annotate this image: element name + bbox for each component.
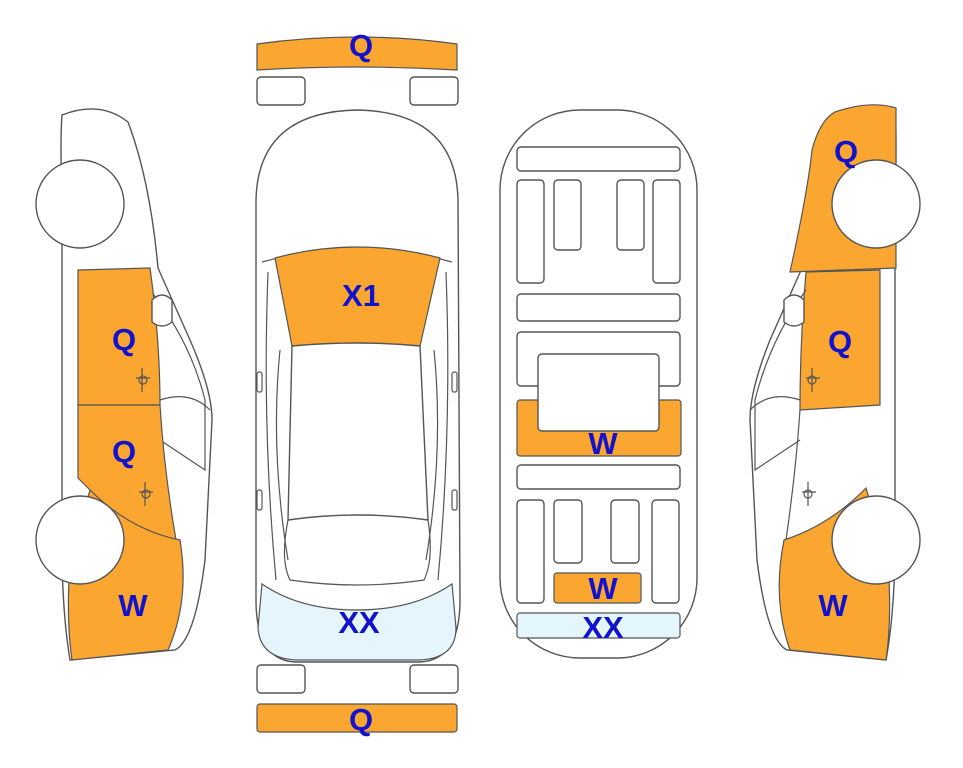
dashboard: [516, 146, 681, 172]
rear-left-light: [256, 664, 306, 694]
right-front-wheel: [831, 159, 921, 249]
code-windshield: X1: [342, 278, 380, 313]
left-door-line-inner: [275, 349, 289, 561]
roof-panel: [287, 342, 429, 521]
code-front-bumper: Q: [349, 28, 373, 63]
front-left-seat: [553, 179, 582, 251]
front-bumper-panel[interactable]: [256, 36, 458, 71]
left-side-view: Q Q W: [35, 108, 213, 661]
left-handle-front: [256, 371, 263, 393]
left-door-line: [265, 271, 277, 581]
left-front-wheel: [35, 159, 125, 249]
left-mirror: [151, 294, 173, 327]
left-rear-handle: [139, 482, 153, 506]
interior-trunk-panel[interactable]: [553, 572, 642, 604]
right-mirror: [783, 294, 805, 327]
left-front-handle-knob: [138, 375, 148, 385]
rear-left-seat: [553, 499, 583, 564]
top-view: Q X1 XX Q: [255, 28, 461, 737]
left-rear-handle-knob: [141, 489, 151, 499]
code-interior-trunk: W: [588, 571, 618, 606]
right-rear-door-line: [785, 409, 801, 541]
right-rear-wheel: [831, 495, 921, 585]
code-left-rear-quarter: W: [118, 588, 148, 623]
left-side-window-line: [159, 396, 211, 411]
rear-right-light: [409, 664, 459, 694]
right-side-window-line: [749, 396, 801, 411]
code-left-front-door: Q: [112, 322, 136, 357]
interior-view: W W XX: [499, 109, 698, 659]
lower-bar: [516, 464, 681, 490]
code-left-rear-door: Q: [112, 434, 136, 469]
code-rear-bumper: Q: [349, 702, 373, 737]
right-rear-handle-knob: [803, 489, 813, 499]
front-left-seat-outer: [516, 179, 545, 284]
code-interior-rear-panel: XX: [582, 610, 624, 645]
left-front-handle: [136, 368, 150, 392]
rear-right-seat: [610, 499, 640, 564]
code-right-front-fender: Q: [834, 134, 858, 169]
rear-left-seat-outer: [516, 499, 545, 604]
front-right-seat-outer: [652, 179, 681, 284]
front-right-light: [409, 76, 459, 106]
rear-deck-line: [283, 519, 431, 586]
code-right-rear-quarter: W: [818, 588, 848, 623]
code-right-front-door: Q: [828, 324, 852, 359]
code-rear-window: XX: [338, 605, 380, 640]
interior-rear-panel[interactable]: [516, 612, 681, 639]
console-box: [537, 353, 660, 432]
rear-window-panel[interactable]: [257, 582, 457, 661]
rear-bumper-panel[interactable]: [256, 703, 458, 733]
front-right-seat: [616, 179, 645, 251]
front-left-light: [256, 76, 306, 106]
left-rear-wheel: [35, 495, 125, 585]
right-side-view: Q Q W: [749, 104, 921, 661]
right-handle-front: [451, 371, 458, 393]
right-handle-rear: [451, 489, 458, 511]
left-handle-rear: [256, 489, 263, 511]
code-interior-middle: W: [588, 426, 618, 461]
right-front-handle-knob: [807, 375, 817, 385]
right-door-line: [437, 271, 449, 581]
middle-bar: [516, 293, 681, 322]
rear-right-seat-outer: [651, 499, 680, 604]
